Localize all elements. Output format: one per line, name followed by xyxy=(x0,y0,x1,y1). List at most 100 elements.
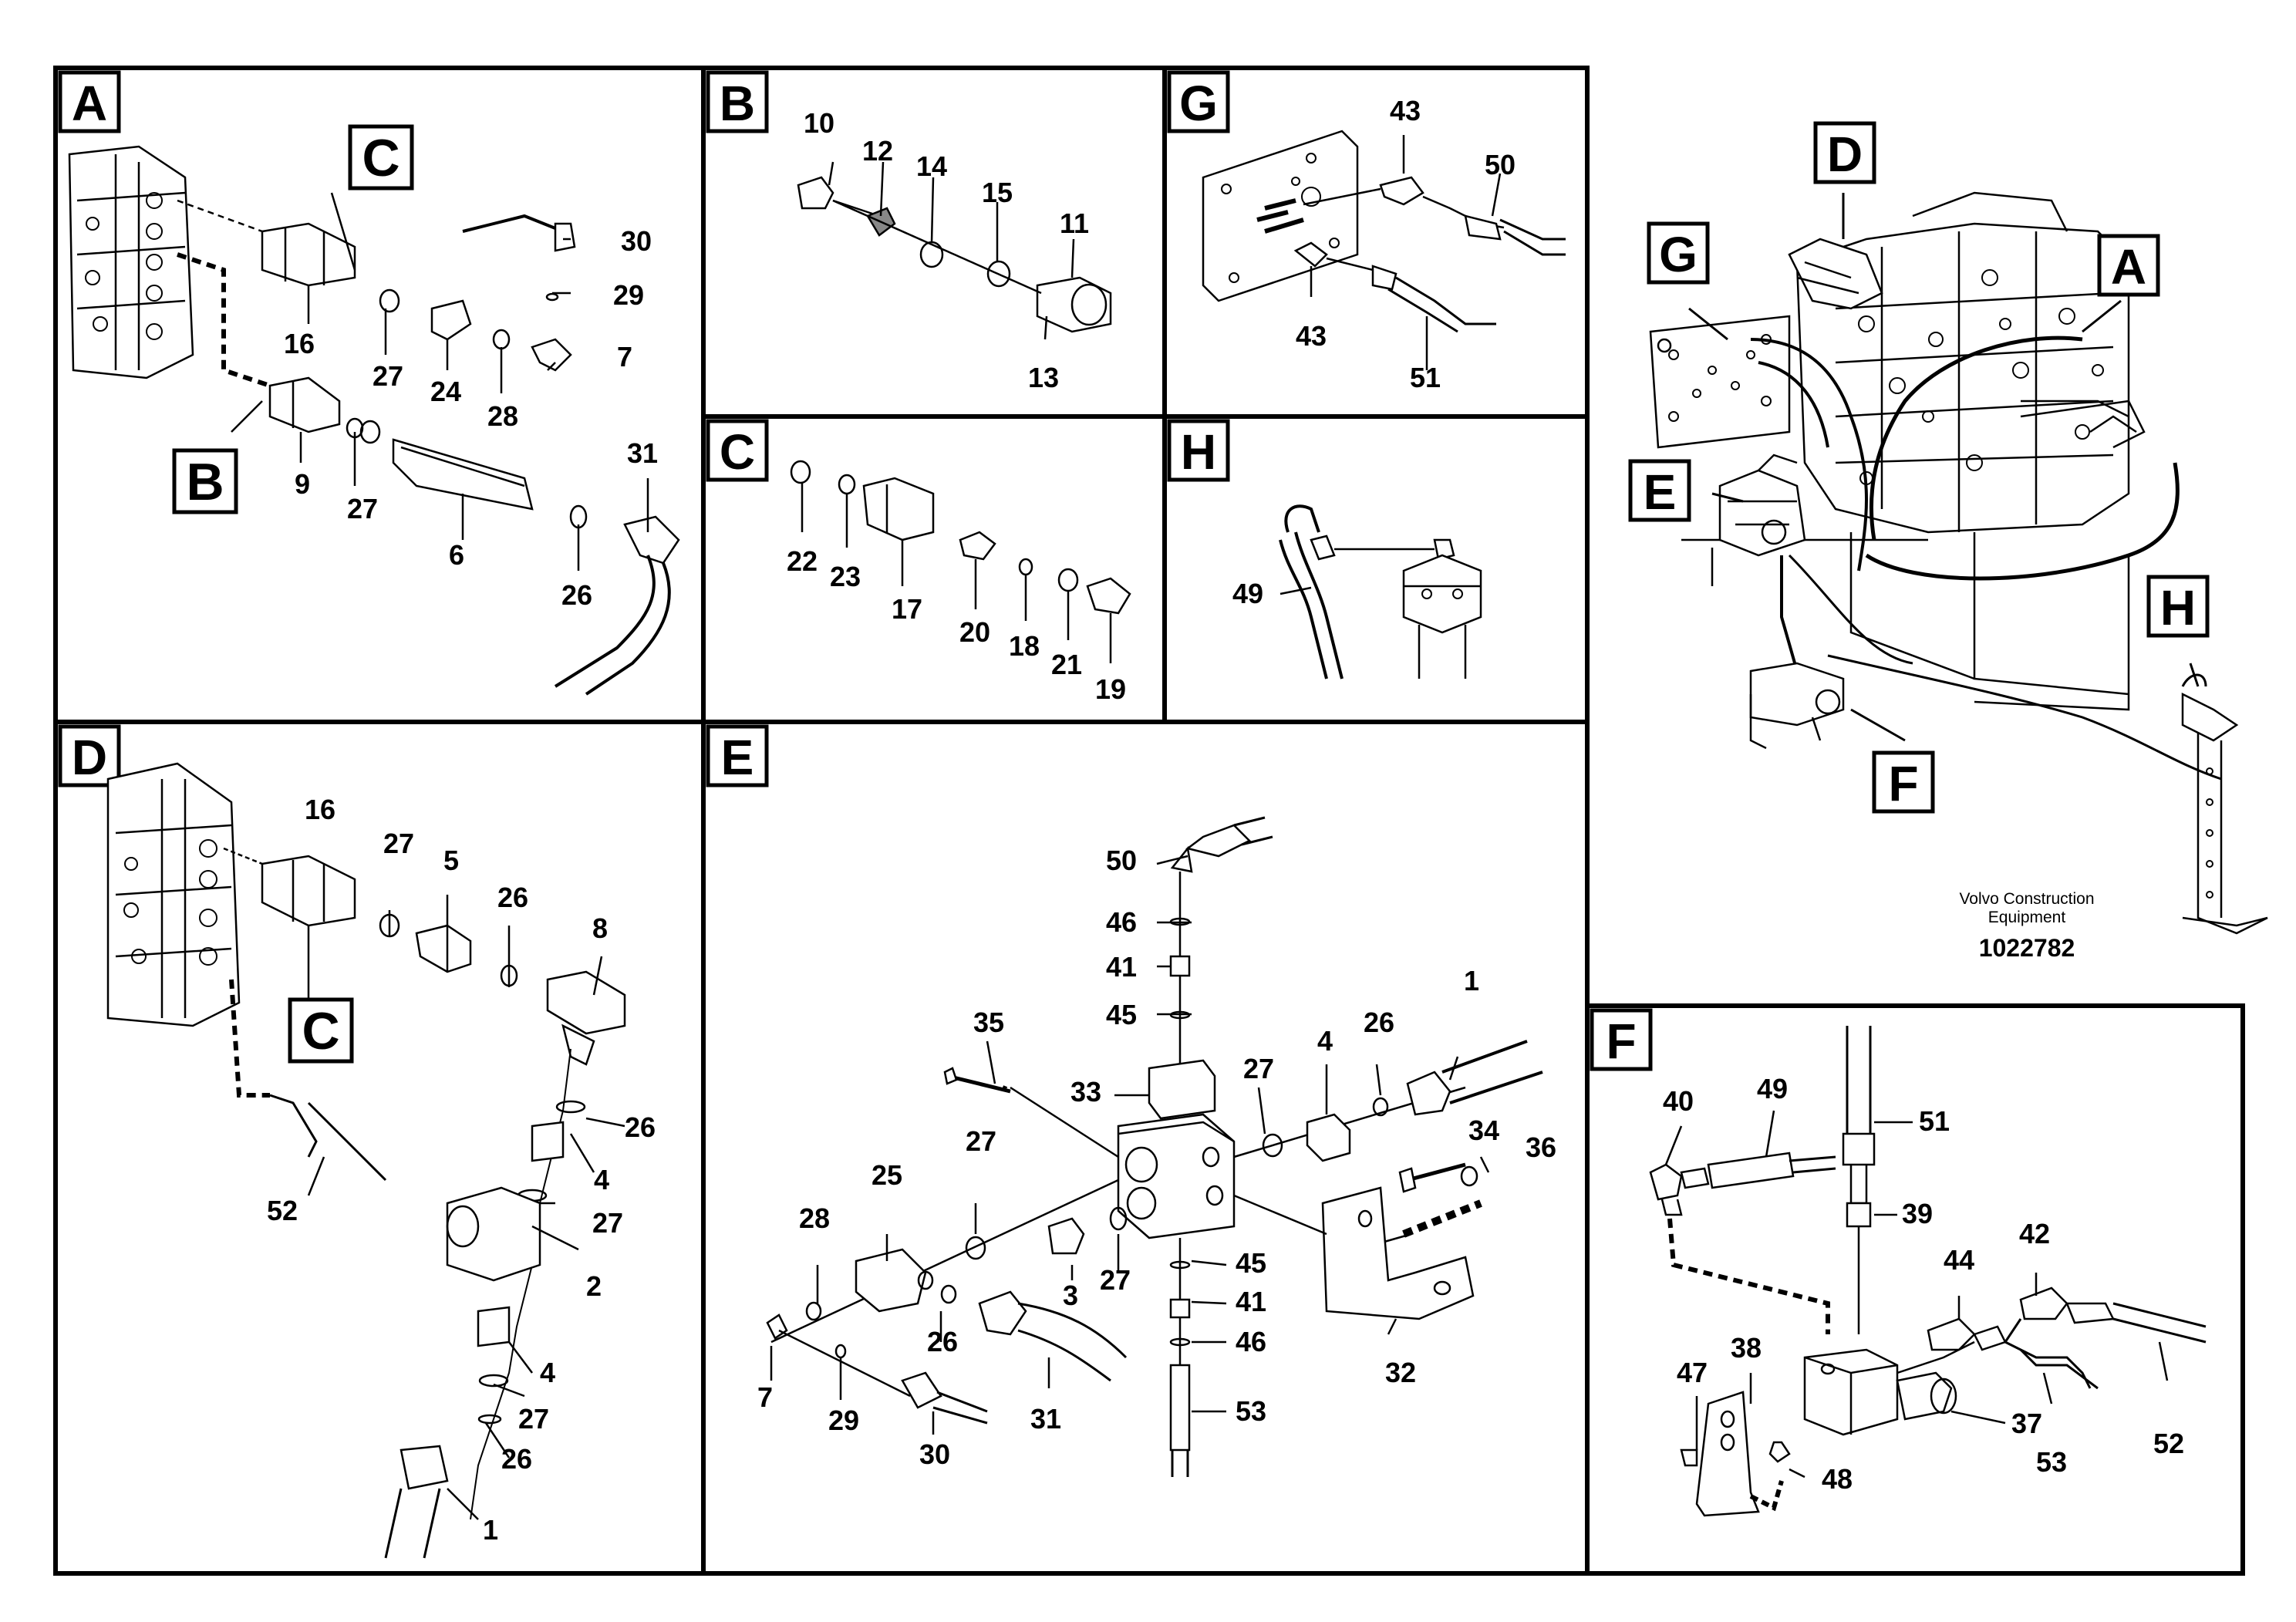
panel-a-detail-c: C xyxy=(348,124,414,191)
panel-f-letter: F xyxy=(1590,1008,1653,1071)
callout-e-1: 1 xyxy=(1464,965,1479,996)
callout-f-44: 44 xyxy=(1944,1244,1974,1276)
panel-h-drawing xyxy=(1279,504,1482,679)
callout-e-26: 26 xyxy=(1364,1007,1394,1038)
callout-d-16: 16 xyxy=(305,794,335,825)
callout-c-19: 19 xyxy=(1095,673,1126,705)
callout-f-53: 53 xyxy=(2036,1446,2067,1478)
overview-label-a: A xyxy=(2097,234,2160,297)
panel-a-detail-b: B xyxy=(172,448,238,514)
svg-text:C: C xyxy=(302,1002,339,1061)
panel-h-labels: 49 xyxy=(1232,578,1263,609)
callout-e-41: 41 xyxy=(1106,951,1137,983)
callout-g-51: 51 xyxy=(1410,362,1441,393)
panel-c-letter: C xyxy=(706,419,769,482)
overview-label-g: G xyxy=(1647,221,1710,285)
callout-e-7: 7 xyxy=(757,1381,773,1413)
panel-d-letter: D xyxy=(58,724,121,787)
callout-d-27c: 27 xyxy=(518,1403,549,1435)
callout-e-4: 4 xyxy=(1317,1025,1333,1057)
panel-g-drawing xyxy=(1202,130,1566,370)
panel-c-labels: 22 23 17 20 18 21 19 xyxy=(787,545,1126,705)
callout-a-9: 9 xyxy=(295,468,310,500)
callout-f-51: 51 xyxy=(1919,1105,1950,1137)
callout-c-17: 17 xyxy=(892,593,922,625)
callout-b-12: 12 xyxy=(862,135,893,167)
callout-c-23: 23 xyxy=(830,561,861,592)
panel-a-letter: A xyxy=(58,70,121,133)
callout-e-28: 28 xyxy=(799,1202,830,1234)
panel-a-drawing xyxy=(68,145,680,696)
company-name-line-1: Volvo Construction xyxy=(1959,890,2094,908)
panel-e-labels: 50 46 41 45 35 33 27 4 26 1 34 36 25 27 … xyxy=(757,845,1556,1470)
callout-e-26b: 26 xyxy=(927,1326,958,1357)
callout-e-53: 53 xyxy=(1236,1395,1266,1427)
svg-text:D: D xyxy=(72,730,107,785)
panel-e-drawing xyxy=(766,816,1543,1477)
callout-d-27: 27 xyxy=(383,828,414,859)
panel-h-letter: H xyxy=(1167,419,1230,482)
svg-text:G: G xyxy=(1659,227,1698,282)
callout-a-24: 24 xyxy=(430,376,461,407)
callout-b-11: 11 xyxy=(1060,207,1089,239)
panel-d-detail-c: C xyxy=(288,997,354,1064)
panel-frames xyxy=(53,66,2245,1576)
callout-f-42: 42 xyxy=(2019,1218,2050,1249)
callout-e-34: 34 xyxy=(1468,1114,1499,1146)
callout-f-39: 39 xyxy=(1902,1198,1933,1229)
callout-c-22: 22 xyxy=(787,545,818,577)
callout-d-26c: 26 xyxy=(501,1443,532,1475)
callout-e-36: 36 xyxy=(1526,1131,1556,1163)
callout-h-49: 49 xyxy=(1232,578,1263,609)
callout-a-27b: 27 xyxy=(347,493,378,524)
panel-g-labels: 43 50 43 51 xyxy=(1296,95,1515,393)
callout-d-5: 5 xyxy=(443,845,459,876)
panel-d-drawing xyxy=(106,762,626,1559)
company-name-line-2: Equipment xyxy=(1988,909,2066,926)
callout-f-37: 37 xyxy=(2011,1408,2042,1439)
svg-text:E: E xyxy=(1644,464,1677,520)
overview-label-d: D xyxy=(1813,121,1876,184)
callout-g-43: 43 xyxy=(1390,95,1421,126)
callout-e-31: 31 xyxy=(1030,1403,1061,1435)
overview-labels: D G A E H F Volvo Construction Equipment… xyxy=(1628,121,2210,962)
callout-e-46: 46 xyxy=(1106,906,1137,938)
callout-b-10: 10 xyxy=(804,107,834,139)
svg-text:F: F xyxy=(1888,756,1918,811)
callout-e-29: 29 xyxy=(828,1404,859,1436)
callout-e-46b: 46 xyxy=(1236,1326,1266,1357)
svg-text:G: G xyxy=(1179,76,1218,131)
callout-d-1: 1 xyxy=(483,1514,498,1546)
svg-text:E: E xyxy=(721,730,754,785)
overview-label-f: F xyxy=(1872,750,1935,814)
svg-text:A: A xyxy=(72,76,107,131)
callout-e-25: 25 xyxy=(872,1159,902,1191)
panel-b-drawing xyxy=(797,161,1112,340)
panel-b-letter: B xyxy=(706,70,769,133)
callout-b-13: 13 xyxy=(1028,362,1059,393)
svg-text:B: B xyxy=(720,76,755,131)
callout-f-52: 52 xyxy=(2153,1428,2184,1459)
callout-d-2: 2 xyxy=(586,1270,602,1302)
overview-label-e: E xyxy=(1628,459,1691,522)
callout-a-6: 6 xyxy=(449,539,464,571)
callout-f-49: 49 xyxy=(1757,1073,1788,1104)
panel-g-letter: G xyxy=(1167,70,1230,133)
callout-e-3: 3 xyxy=(1063,1280,1078,1311)
callout-e-35: 35 xyxy=(973,1007,1004,1038)
svg-text:C: C xyxy=(362,129,400,187)
panel-b-labels: 10 12 14 15 11 13 xyxy=(804,107,1089,393)
callout-a-27: 27 xyxy=(373,360,403,392)
callout-d-8: 8 xyxy=(592,912,608,944)
callout-e-45b: 45 xyxy=(1236,1247,1266,1279)
callout-f-48: 48 xyxy=(1822,1463,1853,1495)
callout-d-4b: 4 xyxy=(540,1357,555,1388)
svg-text:F: F xyxy=(1606,1013,1636,1069)
panel-letter-boxes: A B G C H D E F xyxy=(58,70,1653,1071)
callout-g-50: 50 xyxy=(1485,149,1515,180)
panel-c-drawing xyxy=(790,460,1131,663)
callout-e-50: 50 xyxy=(1106,845,1137,876)
callout-f-47: 47 xyxy=(1677,1357,1708,1388)
callout-e-27: 27 xyxy=(1243,1053,1274,1084)
callout-f-40: 40 xyxy=(1663,1085,1694,1117)
